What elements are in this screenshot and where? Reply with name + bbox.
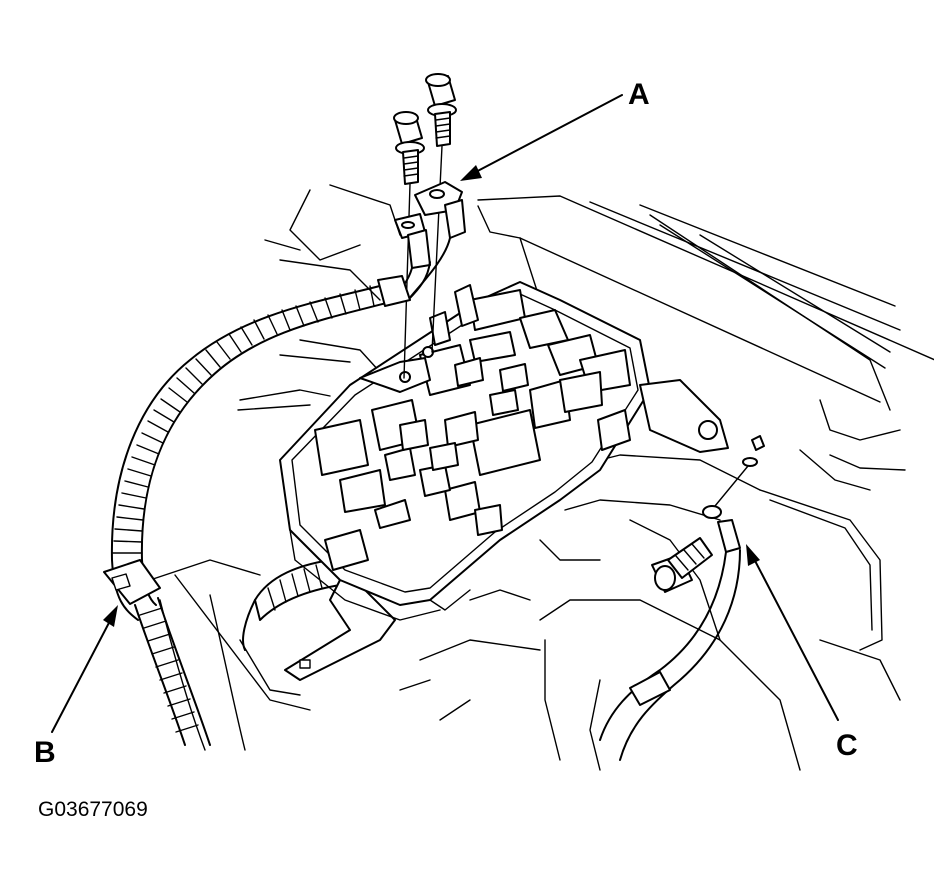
callout-arrow-a [460,94,623,181]
engine-compartment-panels [149,184,934,771]
fuse-box-mounting-tab [284,569,396,681]
relay-blocks [314,289,631,529]
figure-id: G03677069 [38,798,148,821]
harness-branch [242,559,341,651]
callout-arrow-b [51,605,118,733]
battery-cable-terminal-a [377,181,466,307]
bolt-right [425,73,457,353]
wire-harness-b [103,281,399,746]
callout-label-c: C [836,729,858,762]
callout-label-a: A [628,78,650,111]
callout-label-b: B [34,736,56,769]
callout-arrow-c [746,544,839,721]
under-hood-fuse-relay-box [279,281,729,621]
ground-terminal-c [599,435,765,761]
